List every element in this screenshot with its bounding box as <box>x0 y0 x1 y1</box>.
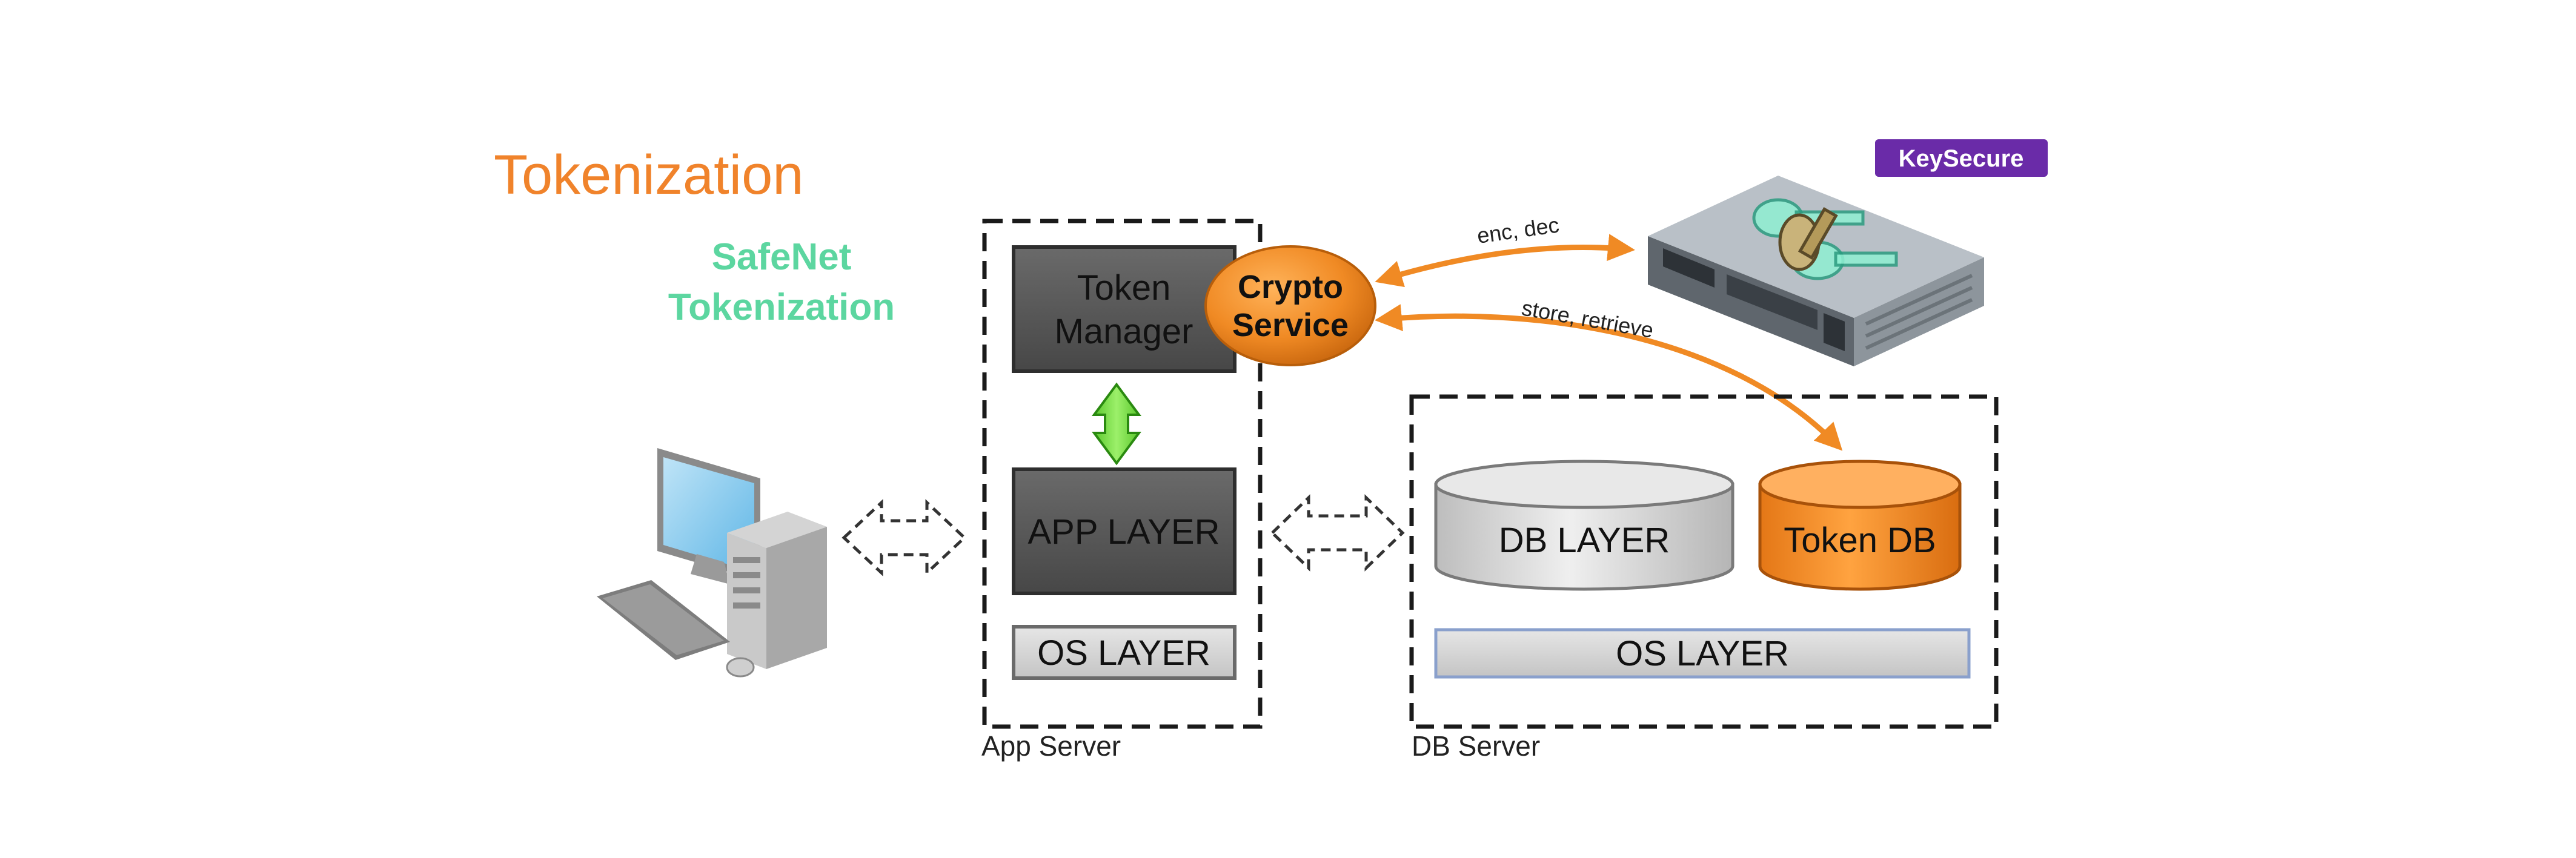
crypto-service-label-2: Service <box>1232 307 1349 343</box>
desktop-computer-icon <box>597 448 827 678</box>
store-retrieve-label: store, retrieve <box>1520 295 1656 343</box>
db-layer-cylinder: DB LAYER <box>1434 460 1734 591</box>
subtitle-line-2: Tokenization <box>668 286 895 328</box>
crypto-service-node: Crypto Service <box>1204 245 1376 366</box>
keysecure-badge: KeySecure <box>1875 139 2048 177</box>
crypto-service-label-1: Crypto <box>1238 269 1343 305</box>
token-manager-box: Token Manager <box>1012 245 1237 373</box>
app-layer-label: APP LAYER <box>1027 512 1220 552</box>
hardware-security-appliance-icon <box>1648 176 1984 366</box>
db-server-label: DB Server <box>1412 730 1540 762</box>
enc-dec-label: enc, dec <box>1475 212 1560 248</box>
enc-dec-arrow <box>1375 234 1635 288</box>
db-layer-label: DB LAYER <box>1499 521 1670 560</box>
token-db-label: Token DB <box>1784 521 1936 560</box>
app-db-connection-arrow <box>1270 494 1405 572</box>
keysecure-badge-label: KeySecure <box>1899 145 2024 172</box>
app-server-container <box>982 219 1263 729</box>
app-server-label: App Server <box>981 730 1121 762</box>
store-retrieve-arrow <box>1375 304 1843 451</box>
db-os-layer-box: OS LAYER <box>1434 628 1971 679</box>
client-app-connection-arrow <box>842 499 967 576</box>
app-layer-box: APP LAYER <box>1012 467 1237 595</box>
diagram-title: Tokenization <box>494 144 803 206</box>
app-os-layer-label: OS LAYER <box>1037 633 1210 673</box>
token-manager-app-layer-arrow <box>1092 382 1141 466</box>
token-db-cylinder: Token DB <box>1758 460 1962 591</box>
db-server-container <box>1409 394 1999 729</box>
token-manager-label-1: Token <box>1077 268 1171 308</box>
db-os-layer-label: OS LAYER <box>1616 634 1789 673</box>
app-os-layer-box: OS LAYER <box>1012 625 1237 680</box>
subtitle-line-1: SafeNet <box>712 236 852 278</box>
token-manager-label-2: Manager <box>1055 312 1193 351</box>
